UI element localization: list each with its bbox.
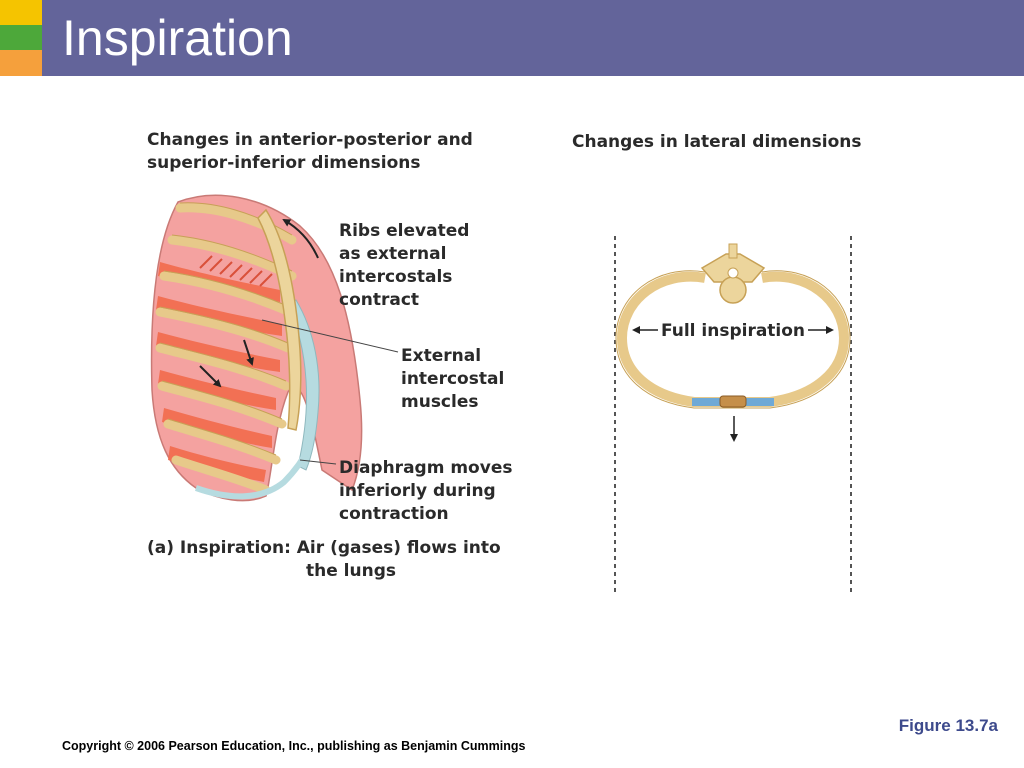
caption-line-1: (a) Inspiration: Air (gases) flows into	[147, 538, 501, 558]
left-heading-line-1: Changes in anterior-posterior and	[147, 130, 473, 150]
label-ribs-line-3: intercostals	[339, 267, 452, 287]
label-diaphragm-line-3: contraction	[339, 504, 449, 524]
accent-block-orange	[0, 50, 42, 76]
leader-line-diaphragm	[299, 459, 337, 465]
copyright-notice: Copyright © 2006 Pearson Education, Inc.…	[62, 739, 526, 753]
caption-line-2: the lungs	[306, 561, 396, 581]
diaphragm-edge	[195, 444, 313, 500]
label-muscles-line-1: External	[401, 346, 481, 366]
cartilage-right	[746, 398, 774, 406]
down-arrow-2	[199, 365, 222, 388]
figure-number: Figure 13.7a	[898, 716, 998, 735]
leader-line-muscles	[261, 319, 399, 353]
sternum	[257, 208, 302, 431]
rib-cage-illustration	[150, 194, 363, 502]
label-ribs-line-1: Ribs elevated	[339, 221, 469, 241]
down-arrow-1	[243, 339, 254, 366]
label-muscles-line-3: muscles	[401, 392, 479, 412]
title-bar	[42, 0, 1024, 76]
sternum-cross-section	[719, 395, 747, 408]
rib-ring-outline	[615, 270, 851, 409]
label-ribs-line-4: contract	[339, 290, 419, 310]
right-heading: Changes in lateral dimensions	[572, 132, 861, 152]
rib-elevation-arrow	[282, 219, 319, 259]
accent-block-green	[0, 25, 42, 50]
label-muscles-line-2: intercostal	[401, 369, 504, 389]
label-ribs-line-2: as external	[339, 244, 446, 264]
left-heading-line-2: superior-inferior dimensions	[147, 153, 421, 173]
label-diaphragm-line-2: inferiorly during	[339, 481, 496, 501]
muscle-striations	[199, 255, 273, 287]
vertebra	[700, 243, 766, 304]
label-diaphragm-line-1: Diaphragm moves	[339, 458, 512, 478]
cartilage-left	[692, 398, 720, 406]
slide-title: Inspiration	[62, 10, 293, 66]
full-inspiration-label: Full inspiration	[661, 321, 805, 341]
lateral-dimensions-illustration: Full inspiration	[614, 236, 852, 592]
accent-block-yellow	[0, 0, 42, 25]
